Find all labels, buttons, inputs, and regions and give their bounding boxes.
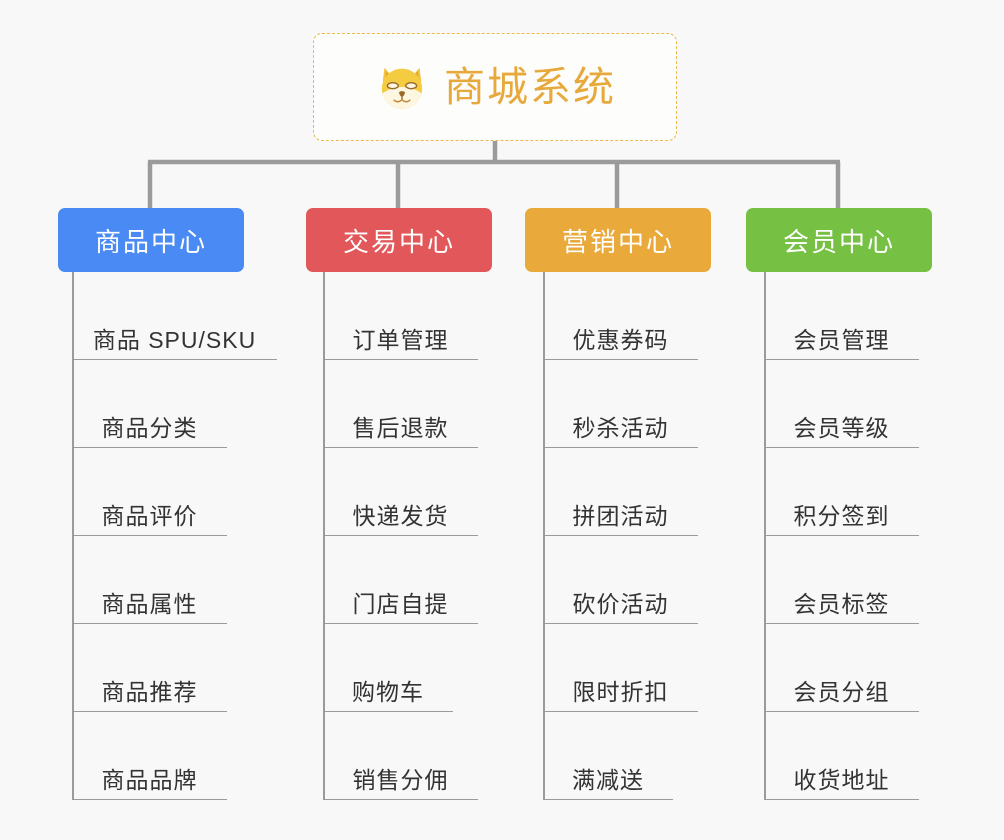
- leaf-item[interactable]: 门店自提: [323, 536, 478, 624]
- leaf-item[interactable]: 满减送: [543, 712, 673, 800]
- leaf-spine: [72, 272, 74, 800]
- leaf-item[interactable]: 购物车: [323, 624, 453, 712]
- leaf-label: 购物车: [352, 678, 424, 705]
- leaf-spine: [543, 272, 545, 800]
- leaf-label: 收货地址: [793, 766, 890, 793]
- leaf-item[interactable]: 商品品牌: [72, 712, 227, 800]
- leaf-item[interactable]: 订单管理: [323, 272, 478, 360]
- category-header-label: 商品中心: [94, 226, 207, 257]
- leaf-label: 会员分组: [793, 678, 890, 705]
- leaf-label: 商品 SPU/SKU: [92, 326, 257, 353]
- leaf-item[interactable]: 秒杀活动: [543, 360, 698, 448]
- leaf-label: 门店自提: [352, 590, 449, 617]
- category-header-label: 会员中心: [782, 226, 895, 257]
- category-header-4[interactable]: 会员中心: [746, 208, 932, 272]
- category-header-3[interactable]: 营销中心: [525, 208, 711, 272]
- leaf-label: 会员标签: [793, 590, 890, 617]
- leaf-label: 商品分类: [101, 414, 198, 441]
- leaf-item[interactable]: 限时折扣: [543, 624, 698, 712]
- category-header-label: 营销中心: [561, 226, 674, 257]
- leaf-label: 秒杀活动: [572, 414, 669, 441]
- leaf-label: 销售分佣: [352, 766, 449, 793]
- leaf-item[interactable]: 会员标签: [764, 536, 919, 624]
- shiba-dog-face-icon: [381, 67, 423, 111]
- leaf-label: 快递发货: [352, 502, 449, 529]
- leaf-label: 砍价活动: [572, 590, 669, 617]
- leaf-label: 订单管理: [352, 326, 449, 353]
- leaf-item[interactable]: 砍价活动: [543, 536, 698, 624]
- leaf-label: 商品评价: [101, 502, 198, 529]
- leaf-label: 优惠券码: [572, 326, 669, 353]
- leaf-item[interactable]: 会员管理: [764, 272, 919, 360]
- leaf-label: 会员等级: [793, 414, 890, 441]
- category-header-1[interactable]: 商品中心: [58, 208, 244, 272]
- leaf-label: 商品品牌: [101, 766, 198, 793]
- leaf-item[interactable]: 商品分类: [72, 360, 227, 448]
- root-title: 商城系统: [444, 63, 616, 110]
- leaf-label: 拼团活动: [572, 502, 669, 529]
- leaf-item[interactable]: 商品评价: [72, 448, 227, 536]
- leaf-label: 商品推荐: [101, 678, 198, 705]
- category-header-label: 交易中心: [342, 226, 455, 257]
- leaf-item[interactable]: 商品推荐: [72, 624, 227, 712]
- leaf-label: 售后退款: [352, 414, 449, 441]
- leaf-item[interactable]: 商品 SPU/SKU: [72, 272, 277, 360]
- leaf-item[interactable]: 商品属性: [72, 536, 227, 624]
- leaf-label: 积分签到: [793, 502, 890, 529]
- leaf-label: 满减送: [572, 766, 644, 793]
- leaf-item[interactable]: 积分签到: [764, 448, 919, 536]
- leaf-item[interactable]: 收货地址: [764, 712, 919, 800]
- leaf-item[interactable]: 会员分组: [764, 624, 919, 712]
- leaf-item[interactable]: 销售分佣: [323, 712, 478, 800]
- leaf-label: 会员管理: [793, 326, 890, 353]
- leaf-item[interactable]: 拼团活动: [543, 448, 698, 536]
- leaf-spine: [323, 272, 325, 800]
- leaf-label: 限时折扣: [572, 678, 669, 705]
- leaf-label: 商品属性: [101, 590, 198, 617]
- leaf-item[interactable]: 会员等级: [764, 360, 919, 448]
- leaf-item[interactable]: 快递发货: [323, 448, 478, 536]
- leaf-item[interactable]: 售后退款: [323, 360, 478, 448]
- category-header-2[interactable]: 交易中心: [306, 208, 492, 272]
- root-node[interactable]: 商城系统: [313, 33, 677, 141]
- leaf-item[interactable]: 优惠券码: [543, 272, 698, 360]
- leaf-spine: [764, 272, 766, 800]
